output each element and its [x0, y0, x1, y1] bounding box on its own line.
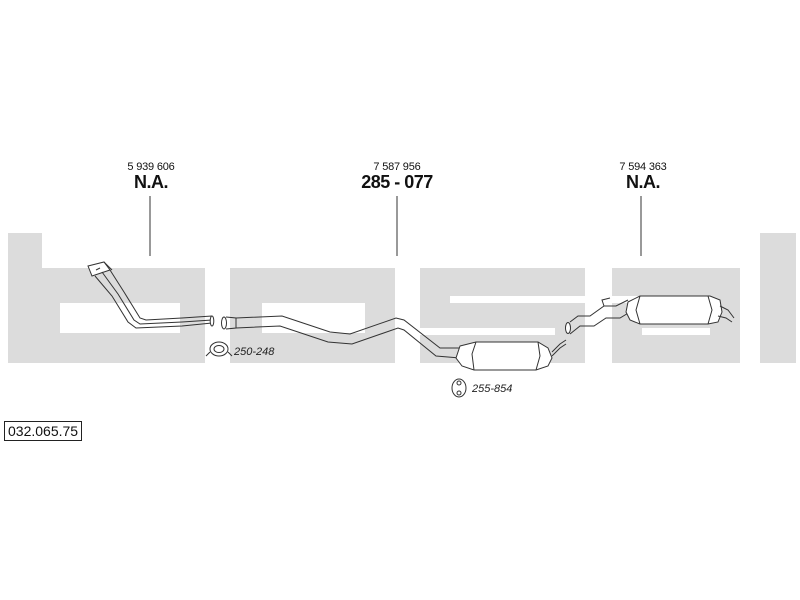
leader-lines — [149, 196, 642, 256]
accessory-code-hanger: 255-854 — [472, 383, 513, 395]
accessory-code-clamp: 250-248 — [234, 346, 275, 358]
part-ref-middle: 7 587 956 285 - 077 — [361, 161, 433, 193]
part-number: 285 - 077 — [361, 172, 433, 192]
rear-pipe-silencer — [565, 295, 735, 335]
clamp-icon — [205, 341, 233, 357]
bosal-watermark-logo — [8, 233, 796, 363]
part-number: N.A. — [133, 172, 169, 192]
middle-pipe-silencer — [221, 315, 567, 371]
diagram-code-label: 032.065.75 — [4, 421, 83, 441]
oe-number: 5 939 606 — [127, 161, 175, 173]
part-ref-rear: 7 594 363 N.A. — [619, 161, 666, 193]
oe-number: 7 587 956 — [373, 161, 421, 173]
oe-number: 7 594 363 — [619, 161, 667, 173]
front-pipe — [87, 261, 215, 329]
rubber-hanger-icon — [451, 378, 467, 398]
part-ref-front: 5 939 606 N.A. — [127, 161, 174, 193]
part-number: N.A. — [625, 172, 661, 192]
